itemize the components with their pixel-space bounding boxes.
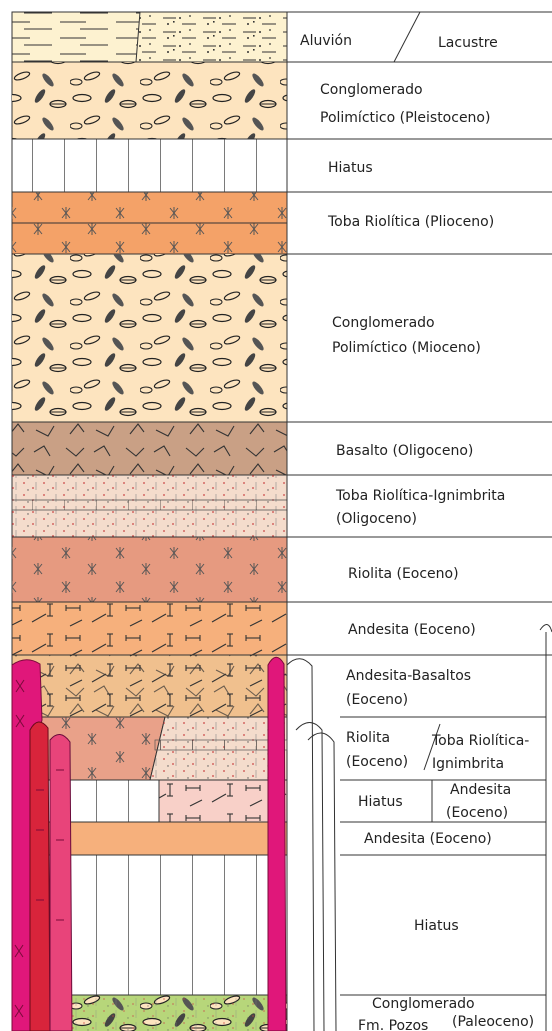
label-conglomerado-pozos-2: Fm. Pozos: [358, 1018, 428, 1031]
label-toba-plioceno: Toba Riolítica (Plioceno): [327, 214, 494, 230]
label-riolita-eoceno-2-2: (Eoceno): [346, 754, 408, 770]
label-conglomerado-pozos-1: Conglomerado: [372, 996, 475, 1012]
dike-left-pink: [50, 734, 72, 1031]
label-hiatus-1: Hiatus: [328, 160, 373, 176]
label-andesita-eoceno-1: Andesita (Eoceno): [348, 622, 476, 638]
label-andesita-eoceno-3: Andesita (Eoceno): [364, 831, 492, 847]
label-andesita-eoceno-2-2: (Eoceno): [446, 805, 508, 821]
label-conglomerado-pleistoceno-2: Polimíctico (Pleistoceno): [320, 110, 490, 126]
label-riolita-eoceno: Riolita (Eoceno): [348, 566, 459, 582]
label-andesita-basaltos-1: Andesita-Basaltos: [346, 668, 471, 684]
label-hiatus-3: Hiatus: [414, 918, 459, 934]
label-toba-ignimbrita-oligoceno-1: Toba Riolítica-Ignimbrita: [335, 488, 505, 504]
label-toba-ignimbrita-oligoceno-2: (Oligoceno): [336, 511, 417, 527]
label-conglomerado-mioceno-2: Polimíctico (Mioceno): [332, 340, 481, 356]
label-hiatus-2: Hiatus: [358, 794, 403, 810]
label-andesita-basaltos-2: (Eoceno): [346, 692, 408, 708]
label-conglomerado-pozos-3: (Paleoceno): [452, 1014, 534, 1030]
label-riolita-eoceno-2-1: Riolita: [346, 730, 390, 746]
label-aluvion: Aluvión: [300, 33, 352, 49]
label-conglomerado-pleistoceno-1: Conglomerado: [320, 82, 423, 98]
label-lacustre: Lacustre: [438, 35, 498, 51]
dike-left-red: [30, 722, 50, 1031]
label-andesita-eoceno-2-1: Andesita: [450, 782, 511, 798]
label-toba-riolitica-ign-2: Ignimbrita: [432, 756, 504, 772]
label-basalto: Basalto (Oligoceno): [336, 443, 473, 459]
label-toba-riolitica-ign-1: Toba Riolítica-: [431, 733, 529, 749]
dike-right-magenta: [268, 657, 286, 1031]
label-conglomerado-mioceno-1: Conglomerado: [332, 315, 435, 331]
label-column: [287, 12, 552, 1031]
